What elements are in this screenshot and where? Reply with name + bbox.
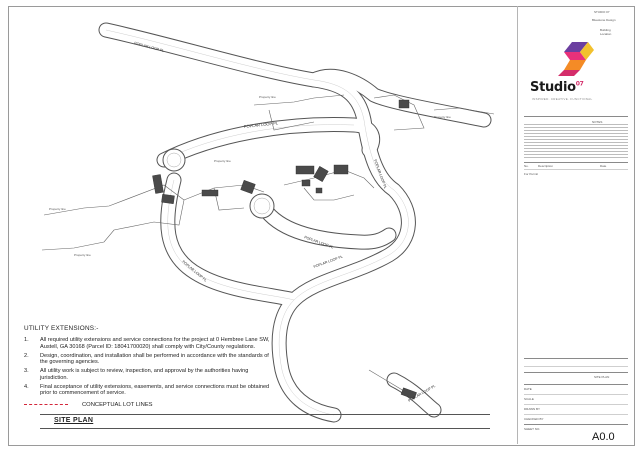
tb-separator [524, 414, 628, 415]
date-label: DATE [524, 387, 532, 391]
scale-label: SCALE [524, 397, 534, 401]
sheet-no-label: SHEET NO. [524, 427, 541, 431]
note-number: 2. [24, 352, 29, 359]
note-item: 3. All utility work is subject to review,… [24, 368, 274, 381]
checked-by-label: CHECKED BY [524, 417, 544, 421]
property-label-4: Property line [214, 159, 231, 163]
titleblock-divider [517, 6, 518, 444]
drawing-title-bar: SITE PLAN [40, 414, 490, 429]
legend-label: CONCEPTUAL LOT LINES [82, 402, 153, 408]
road-label-top: POPLAR LOOP PL [134, 41, 165, 53]
rev-date-header: Date [600, 164, 607, 168]
rev-desc-header: Description [538, 164, 554, 168]
road-label-poplar: POPLAR LOOP PL [244, 120, 279, 129]
site-plan-svg: .road-outer { fill:none; stroke:#555; st… [41, 22, 495, 423]
tb-separator [524, 169, 628, 170]
drawing-title: SITE PLAN [54, 417, 94, 424]
brand-name: Studio07 [530, 80, 584, 95]
lot-line-swatch [24, 403, 68, 405]
tb-separator [524, 404, 628, 405]
sheet-number: A0.0 [592, 431, 615, 443]
cul-de-sacs [162, 148, 275, 219]
notes-heading: UTILITY EXTENSIONS:- [24, 325, 99, 332]
road-network [98, 22, 492, 423]
studio-logo [528, 38, 624, 108]
tb-separator [524, 372, 628, 373]
tb-separator [524, 366, 628, 367]
tb-separator [524, 384, 628, 385]
titleblock-location: Location [600, 32, 612, 36]
titleblock-code: STUDIO 07 [594, 10, 610, 14]
titleblock-firm: Bluestone Design [592, 18, 616, 22]
tb-notes-lines [524, 124, 628, 160]
tb-separator [524, 162, 628, 163]
property-label-3: Property line [434, 115, 451, 119]
title-block: STUDIO 07 Bluestone Design Building Loca… [520, 6, 632, 444]
property-label-1: Property line [49, 207, 66, 211]
note-number: 3. [24, 368, 29, 375]
brand-tagline: INSPIRED. CREATIVE. FUNCTIONAL [532, 97, 593, 101]
note-number: 1. [24, 337, 29, 344]
logo-mark-icon [558, 42, 594, 76]
tb-separator [524, 424, 628, 425]
note-item: 4. Final acceptance of utility extensions… [24, 384, 274, 397]
building-footprints [152, 99, 417, 400]
rev-no-header: No. [524, 164, 529, 168]
note-text: Final acceptance of utility extensions, … [40, 384, 270, 397]
tb-separator [524, 394, 628, 395]
titleblock-sheet-title: SITE PLAN [594, 375, 610, 379]
site-plan-drawing: .road-outer { fill:none; stroke:#555; st… [14, 10, 514, 430]
note-text: All required utility extensions and serv… [40, 337, 270, 350]
road-label-loop: POPLAR LOOP PL [313, 255, 343, 269]
property-label-2: Property line [259, 95, 276, 99]
note-item: 1. All required utility extensions and se… [24, 337, 274, 350]
tb-separator [524, 116, 628, 117]
note-item: 2. Design, coordination, and installation… [24, 353, 274, 366]
legend-lot-lines: CONCEPTUAL LOT LINES [24, 402, 153, 408]
notes-label: NOTES [592, 120, 603, 124]
issued-for: For Permit [524, 172, 539, 176]
utility-extension-notes: UTILITY EXTENSIONS:- 1. All required util… [24, 325, 274, 400]
note-text: All utility work is subject to review, i… [40, 368, 249, 381]
drawn-by-label: DRAWN BY [524, 407, 541, 411]
note-text: Design, coordination, and installation s… [40, 352, 269, 366]
tb-separator [524, 358, 628, 359]
titleblock-project: Building [600, 28, 611, 32]
property-label-5: Property line [74, 253, 91, 257]
note-number: 4. [24, 384, 29, 391]
